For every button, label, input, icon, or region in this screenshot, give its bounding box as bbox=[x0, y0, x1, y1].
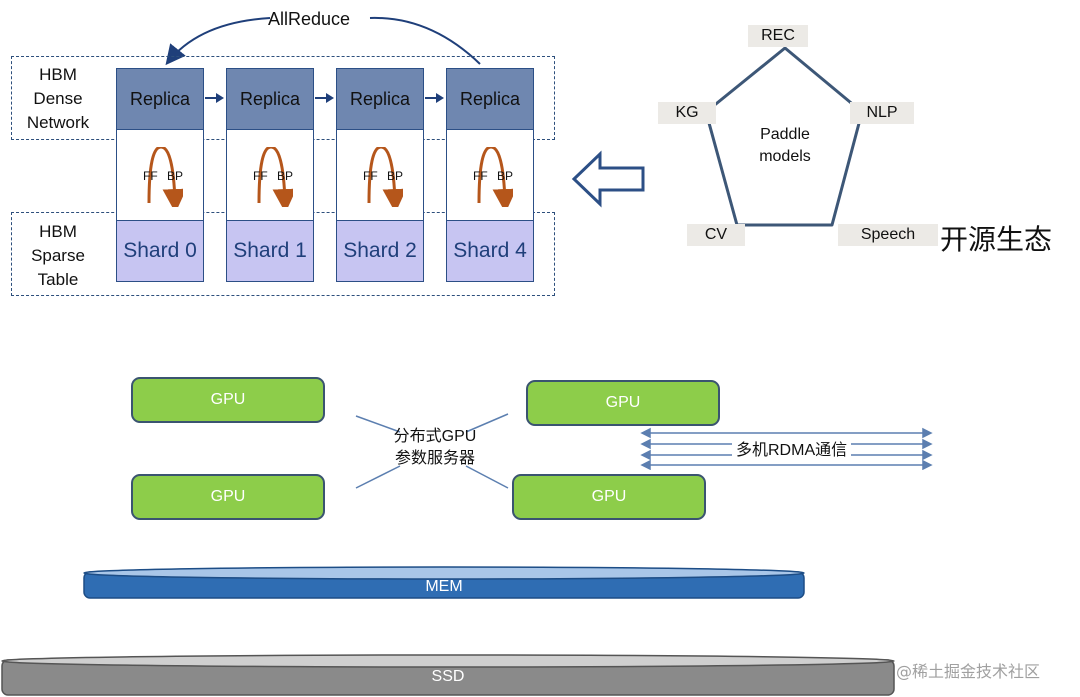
paddle-models-label: Paddle models bbox=[759, 126, 811, 165]
replica-box: Replica bbox=[227, 69, 313, 130]
vertex-label-kg: KG bbox=[658, 102, 716, 124]
bp-label: BP bbox=[167, 169, 184, 183]
bp-label: BP bbox=[277, 169, 294, 183]
hollow-left-arrow-icon bbox=[571, 150, 645, 208]
bp-label: BP bbox=[387, 169, 404, 183]
mem-label: MEM bbox=[425, 578, 463, 595]
replica-link-arrow-icon bbox=[425, 93, 444, 103]
watermark: @稀土掘金技术社区 bbox=[896, 662, 1041, 681]
replica-box: Replica bbox=[117, 69, 203, 130]
ff-label: FF bbox=[143, 169, 158, 183]
open-source-ecosystem-label: 开源生态 bbox=[940, 223, 1053, 256]
ff-label: FF bbox=[253, 169, 268, 183]
mem-disk bbox=[83, 566, 805, 599]
vertex-label-nlp: NLP bbox=[850, 102, 914, 124]
ssd-label: SSD bbox=[431, 668, 465, 685]
ff-bp-arc-icon bbox=[147, 147, 183, 207]
vertex-label-cv: CV bbox=[687, 224, 745, 246]
replica-link-arrow-icon bbox=[205, 93, 224, 103]
ff-label: FF bbox=[363, 169, 378, 183]
bp-label: BP bbox=[497, 169, 514, 183]
shard-box: Shard 0 bbox=[117, 220, 203, 281]
allreduce-label: AllReduce bbox=[268, 9, 351, 29]
shard-box: Shard 4 bbox=[447, 220, 533, 281]
allreduce-arrow bbox=[165, 16, 481, 66]
worker-column-1: Replica FF BP Shard 1 bbox=[226, 68, 314, 282]
pentagon-shape bbox=[704, 46, 864, 227]
connector-lines bbox=[355, 413, 509, 489]
replica-box: Replica bbox=[337, 69, 423, 130]
ff-label: FF bbox=[473, 169, 488, 183]
ff-bp-arc-icon bbox=[367, 147, 403, 207]
worker-column-2: Replica FF BP Shard 2 bbox=[336, 68, 424, 282]
shard-box: Shard 1 bbox=[227, 220, 313, 281]
param-server-label: 分布式GPU 参数服务器 bbox=[393, 428, 477, 467]
shard-box: Shard 2 bbox=[337, 220, 423, 281]
gpu-box-bottom-left: GPU bbox=[131, 474, 325, 520]
gpu-box-bottom-right: GPU bbox=[512, 474, 706, 520]
worker-column-0: Replica FF BP Shard 0 bbox=[116, 68, 204, 282]
sparse-table-label: HBM Sparse Table bbox=[31, 222, 85, 289]
ff-bp-arc-icon bbox=[257, 147, 293, 207]
dense-network-label: HBM Dense Network bbox=[26, 65, 90, 132]
replica-box: Replica bbox=[447, 69, 533, 130]
vertex-label-rec: REC bbox=[748, 25, 808, 47]
replica-link-arrow-icon bbox=[315, 93, 334, 103]
gpu-box-top-left: GPU bbox=[131, 377, 325, 423]
rdma-label: 多机RDMA通信 bbox=[732, 436, 852, 460]
vertex-label-speech: Speech bbox=[838, 224, 938, 246]
gpu-box-top-right: GPU bbox=[526, 380, 720, 426]
ssd-disk bbox=[1, 654, 895, 696]
ff-bp-arc-icon bbox=[477, 147, 513, 207]
worker-column-3: Replica FF BP Shard 4 bbox=[446, 68, 534, 282]
